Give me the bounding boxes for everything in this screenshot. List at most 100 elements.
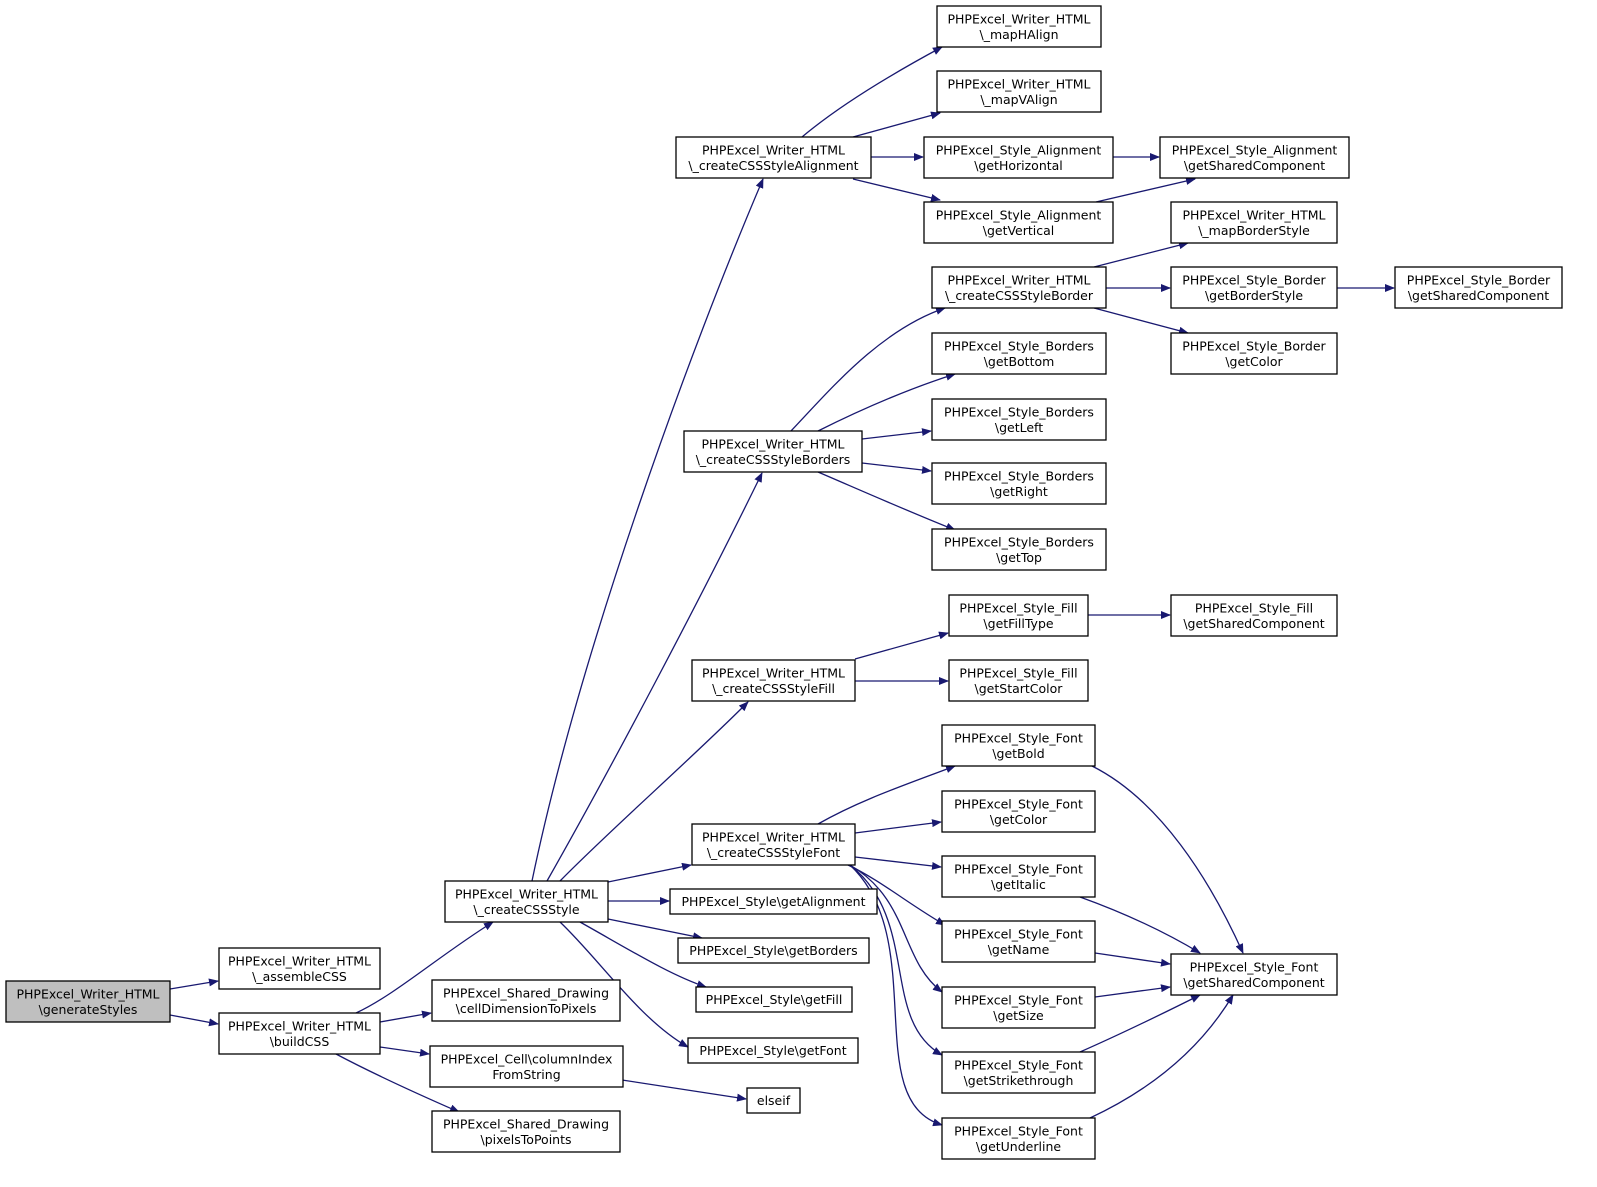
edge-createCSSStyle-to-getBorders bbox=[607, 918, 703, 941]
node-label-line: PHPExcel_Style_Border bbox=[1407, 272, 1551, 287]
node-getFill[interactable]: PHPExcel_Style\getFill bbox=[695, 986, 853, 1013]
edge-fontSize-to-fontShared bbox=[1094, 984, 1171, 998]
node-label-line: PHPExcel_Style_Font bbox=[1190, 959, 1319, 974]
node-label-line: PHPExcel_Style\getFont bbox=[699, 1043, 846, 1058]
node-label-line: PHPExcel_Style_Alignment bbox=[936, 207, 1102, 222]
node-cellDim[interactable]: PHPExcel_Shared_Drawing\cellDimensionToP… bbox=[431, 979, 621, 1022]
node-label-line: \_createCSSStyleBorders bbox=[696, 452, 851, 467]
edge-genStyles-to-assembleCSS bbox=[169, 978, 219, 990]
edge-styleBorders-to-bordersBottom bbox=[817, 372, 956, 432]
node-label-line: \getSharedComponent bbox=[1184, 158, 1325, 173]
node-box bbox=[444, 880, 609, 923]
node-label-line: PHPExcel_Style_Border bbox=[1182, 272, 1326, 287]
node-bordersTop[interactable]: PHPExcel_Style_Borders\getTop bbox=[931, 528, 1107, 571]
edge-styleBorders-to-bordersTop bbox=[817, 471, 956, 531]
node-genStyles[interactable]: PHPExcel_Writer_HTML\generateStyles bbox=[5, 980, 171, 1023]
node-bordersLeft[interactable]: PHPExcel_Style_Borders\getLeft bbox=[931, 398, 1107, 441]
node-label-line: \getColor bbox=[990, 812, 1048, 827]
node-borderGetStyle[interactable]: PHPExcel_Style_Border\getBorderStyle bbox=[1170, 266, 1338, 309]
node-label-line: PHPExcel_Shared_Drawing bbox=[443, 1116, 609, 1131]
edge-createCSSStyle-to-getFont bbox=[559, 921, 689, 1048]
node-box bbox=[931, 332, 1107, 375]
edge-styleAlign-to-mapVAlign bbox=[852, 111, 941, 138]
node-elseif[interactable]: elseif bbox=[746, 1087, 801, 1114]
node-borderGetColor[interactable]: PHPExcel_Style_Border\getColor bbox=[1170, 332, 1338, 375]
node-assembleCSS[interactable]: PHPExcel_Writer_HTML\_assembleCSS bbox=[218, 947, 381, 990]
node-styleBorder[interactable]: PHPExcel_Writer_HTML\_createCSSStyleBord… bbox=[931, 266, 1107, 309]
node-fontShared[interactable]: PHPExcel_Style_Font\getSharedComponent bbox=[1170, 953, 1338, 996]
edge-styleBorders-to-bordersLeft bbox=[861, 428, 932, 440]
node-getBorders[interactable]: PHPExcel_Style\getBorders bbox=[677, 937, 870, 964]
node-alignGetV[interactable]: PHPExcel_Style_Alignment\getVertical bbox=[923, 201, 1114, 244]
edge-fontName-to-fontShared bbox=[1094, 952, 1171, 967]
node-fontStrike[interactable]: PHPExcel_Style_Font\getStrikethrough bbox=[941, 1051, 1096, 1094]
node-fillGetStart[interactable]: PHPExcel_Style_Fill\getStartColor bbox=[948, 659, 1089, 702]
node-box bbox=[1394, 266, 1563, 309]
node-createCSSStyle[interactable]: PHPExcel_Writer_HTML\_createCSSStyle bbox=[444, 880, 609, 923]
node-label-line: PHPExcel_Style_Borders bbox=[944, 534, 1094, 549]
node-box bbox=[923, 136, 1114, 179]
node-bordersBottom[interactable]: PHPExcel_Style_Borders\getBottom bbox=[931, 332, 1107, 375]
node-getAlignment[interactable]: PHPExcel_Style\getAlignment bbox=[669, 888, 878, 915]
node-box bbox=[931, 462, 1107, 505]
node-borderShared[interactable]: PHPExcel_Style_Border\getSharedComponent bbox=[1394, 266, 1563, 309]
node-box bbox=[931, 266, 1107, 309]
node-label-line: PHPExcel_Writer_HTML bbox=[1182, 207, 1325, 222]
node-box bbox=[687, 1037, 859, 1064]
node-label-line: \getBottom bbox=[984, 354, 1055, 369]
node-fontColor[interactable]: PHPExcel_Style_Font\getColor bbox=[941, 790, 1096, 833]
node-label-line: PHPExcel_Style\getFill bbox=[706, 992, 843, 1007]
node-label-line: PHPExcel_Style_Borders bbox=[944, 468, 1094, 483]
node-layer: PHPExcel_Writer_HTML\generateStylesPHPEx… bbox=[5, 5, 1563, 1160]
node-getFont[interactable]: PHPExcel_Style\getFont bbox=[687, 1037, 859, 1064]
node-label-line: \getSharedComponent bbox=[1183, 616, 1324, 631]
node-mapHAlign[interactable]: PHPExcel_Writer_HTML\_mapHAlign bbox=[936, 5, 1102, 48]
edge-fontUnderline-to-fontShared bbox=[1089, 994, 1234, 1119]
node-fontName[interactable]: PHPExcel_Style_Font\getName bbox=[941, 920, 1096, 963]
node-mapBorderStyle[interactable]: PHPExcel_Writer_HTML\_mapBorderStyle bbox=[1170, 201, 1338, 244]
node-mapVAlign[interactable]: PHPExcel_Writer_HTML\_mapVAlign bbox=[936, 70, 1102, 113]
node-label-line: \getSize bbox=[993, 1008, 1044, 1023]
edge-buildCSS-to-pixToPts bbox=[335, 1053, 460, 1113]
node-styleFont[interactable]: PHPExcel_Writer_HTML\_createCSSStyleFont bbox=[691, 823, 856, 866]
node-fontSize[interactable]: PHPExcel_Style_Font\getSize bbox=[941, 986, 1096, 1029]
node-box bbox=[431, 1110, 621, 1153]
node-box bbox=[691, 659, 856, 702]
node-label-line: PHPExcel_Writer_HTML bbox=[947, 76, 1090, 91]
edge-styleAlign-to-alignGetV bbox=[852, 178, 941, 202]
node-label-line: PHPExcel_Writer_HTML bbox=[702, 665, 845, 680]
node-fontBold[interactable]: PHPExcel_Style_Font\getBold bbox=[941, 724, 1096, 767]
node-label-line: PHPExcel_Writer_HTML bbox=[455, 886, 598, 901]
node-fillGetType[interactable]: PHPExcel_Style_Fill\getFillType bbox=[948, 594, 1089, 637]
node-label-line: PHPExcel_Writer_HTML bbox=[16, 986, 159, 1001]
edge-createCSSStyle-to-styleFill bbox=[559, 701, 749, 882]
node-pixToPts[interactable]: PHPExcel_Shared_Drawing\pixelsToPoints bbox=[431, 1110, 621, 1153]
node-label-line: \getTop bbox=[996, 550, 1042, 565]
node-box bbox=[941, 1117, 1096, 1160]
node-buildCSS[interactable]: PHPExcel_Writer_HTML\buildCSS bbox=[218, 1012, 381, 1055]
node-box bbox=[429, 1045, 624, 1088]
node-label-line: PHPExcel_Writer_HTML bbox=[701, 436, 844, 451]
node-styleAlign[interactable]: PHPExcel_Writer_HTML\_createCSSStyleAlig… bbox=[675, 136, 872, 179]
node-fillShared[interactable]: PHPExcel_Style_Fill\getSharedComponent bbox=[1170, 594, 1338, 637]
node-bordersRight[interactable]: PHPExcel_Style_Borders\getRight bbox=[931, 462, 1107, 505]
node-label-line: \_createCSSStyle bbox=[473, 902, 579, 917]
edge-styleFont-to-fontItalic bbox=[854, 856, 942, 870]
edge-styleFont-to-fontSize bbox=[849, 864, 943, 993]
node-box bbox=[1170, 266, 1338, 309]
node-styleBorders[interactable]: PHPExcel_Writer_HTML\_createCSSStyleBord… bbox=[683, 430, 863, 473]
node-label-line: PHPExcel_Writer_HTML bbox=[702, 142, 845, 157]
node-label-line: \getColor bbox=[1225, 354, 1283, 369]
node-fontItalic[interactable]: PHPExcel_Style_Font\getItalic bbox=[941, 855, 1096, 898]
node-styleFill[interactable]: PHPExcel_Writer_HTML\_createCSSStyleFill bbox=[691, 659, 856, 702]
node-alignShared[interactable]: PHPExcel_Style_Alignment\getSharedCompon… bbox=[1159, 136, 1350, 179]
edge-styleFont-to-fontColor bbox=[854, 819, 942, 834]
node-label-line: PHPExcel_Style_Font bbox=[954, 730, 1083, 745]
node-label-line: FromString bbox=[492, 1067, 560, 1082]
edge-createCSSStyle-to-styleAlign bbox=[531, 178, 764, 882]
node-box bbox=[941, 920, 1096, 963]
node-alignGetH[interactable]: PHPExcel_Style_Alignment\getHorizontal bbox=[923, 136, 1114, 179]
node-label-line: \getBorderStyle bbox=[1205, 288, 1303, 303]
node-fontUnderline[interactable]: PHPExcel_Style_Font\getUnderline bbox=[941, 1117, 1096, 1160]
